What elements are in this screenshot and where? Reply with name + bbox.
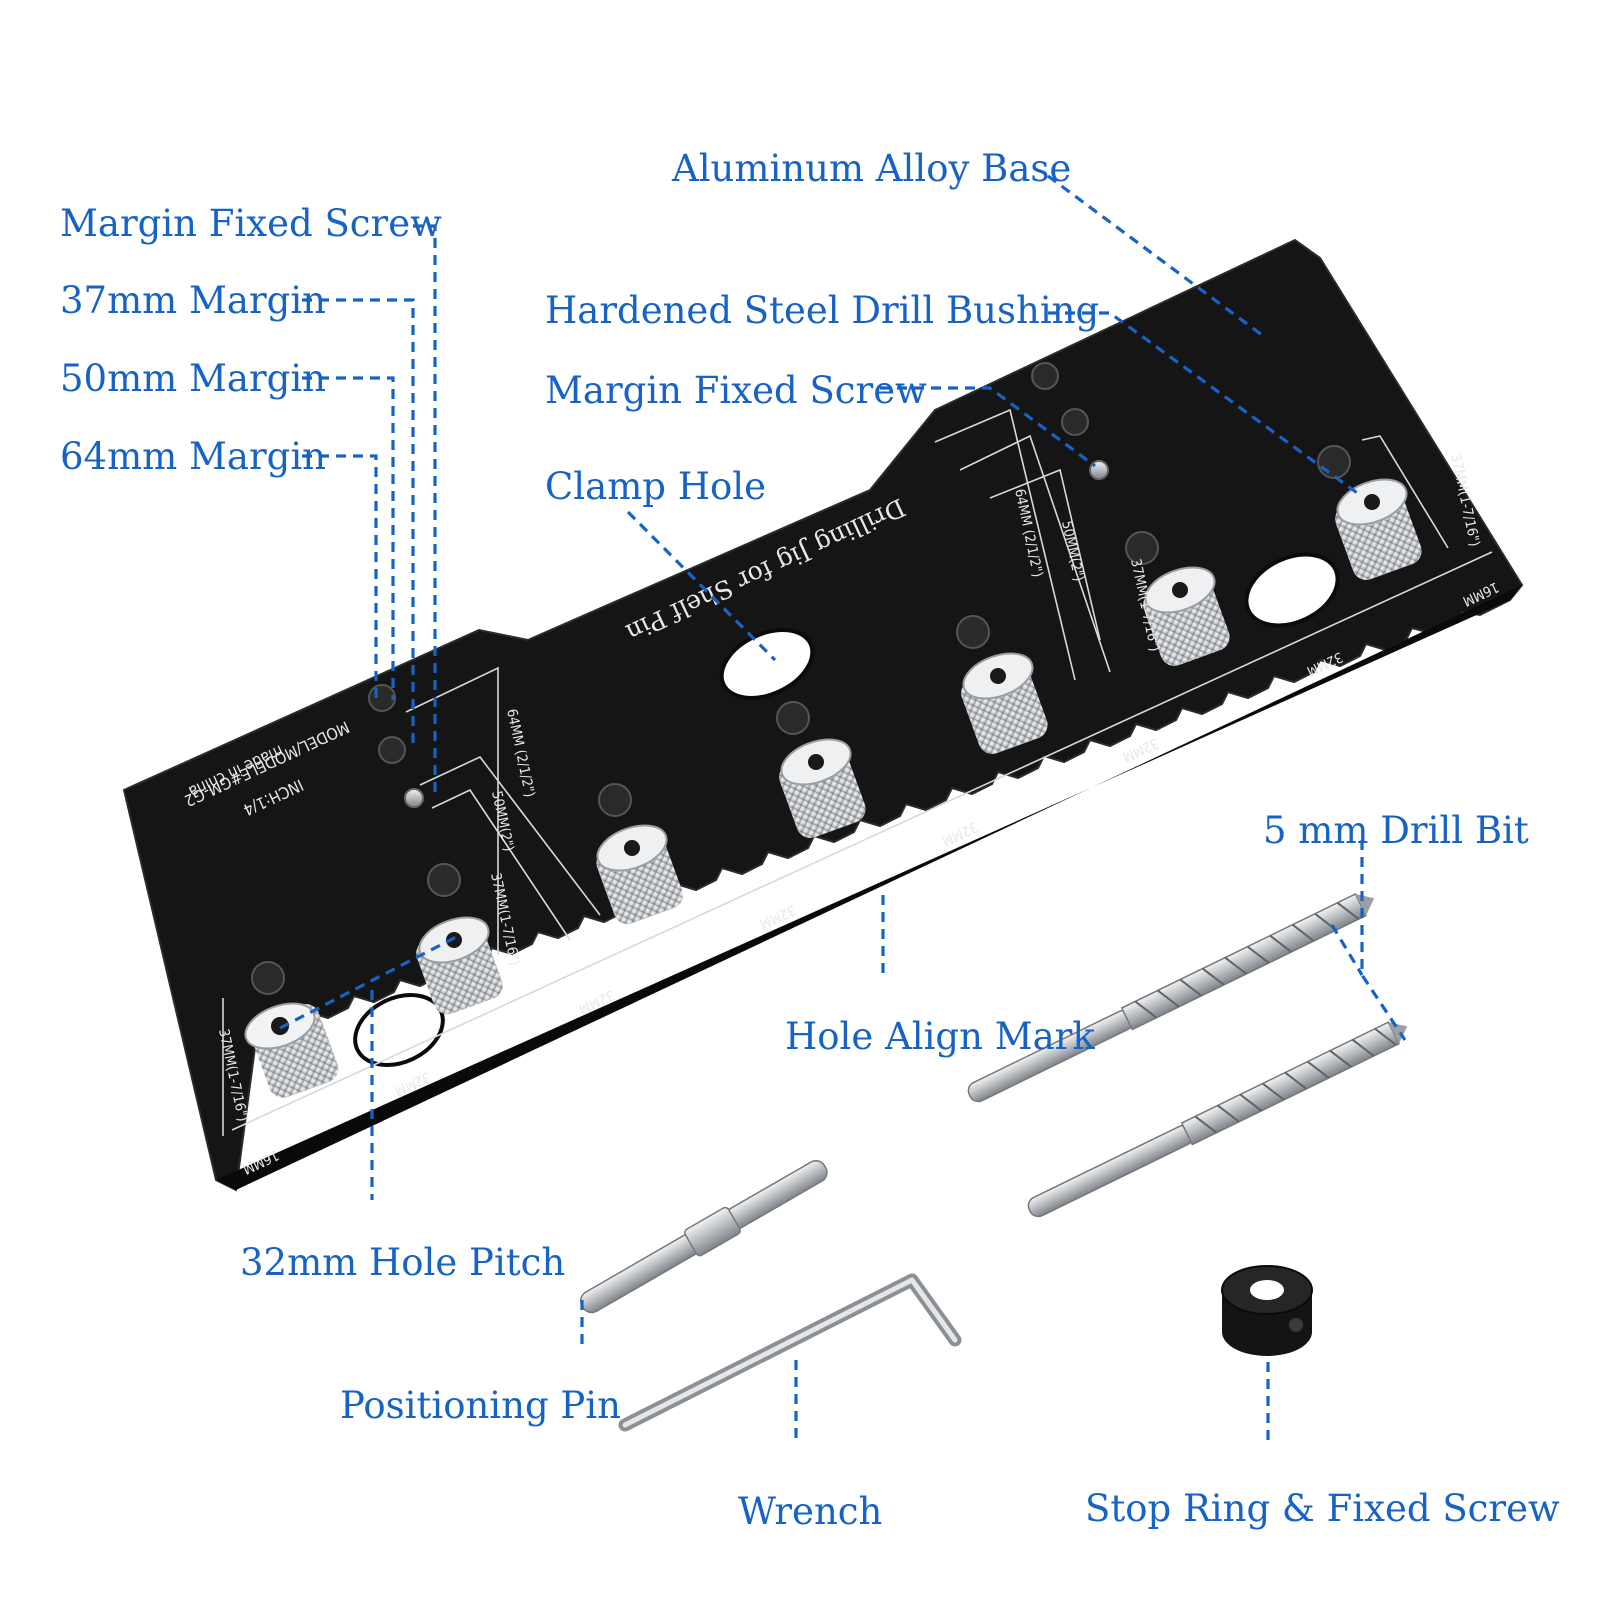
bushing <box>1143 566 1230 666</box>
stop-ring-icon <box>1221 1265 1313 1356</box>
threaded-holes <box>251 362 1351 995</box>
leader-lines <box>279 174 1407 1442</box>
drilling-jig: Drilling Jig for Shelf Pin made in china… <box>122 238 1524 1192</box>
label-hole-align-mark: Hole Align Mark <box>785 1015 1095 1058</box>
bushing <box>596 824 683 925</box>
label-clamp-hole: Clamp Hole <box>545 465 767 508</box>
label-aluminum-alloy-base: Aluminum Alloy Base <box>672 147 1072 190</box>
label-drill-bit: 5 mm Drill Bit <box>1263 809 1529 852</box>
margin-fixed-screw <box>1089 460 1109 480</box>
label-50mm-margin: 50mm Margin <box>60 357 326 400</box>
margin-fixed-screw <box>404 788 424 808</box>
bushing <box>961 652 1048 754</box>
engraved-guides <box>222 408 1493 1136</box>
jig-pitch-label: 32MM <box>939 818 980 848</box>
hex-wrench-icon <box>618 1273 962 1432</box>
bushing <box>779 738 866 838</box>
label-hardened-steel-drill-bushing: Hardened Steel Drill Bushing <box>545 289 1100 332</box>
drill-bit-icon <box>967 893 1408 1218</box>
clamp-hole <box>1244 552 1340 628</box>
bushing <box>244 1002 339 1098</box>
label-margin-fixed-screw-left: Margin Fixed Screw <box>60 202 442 245</box>
label-margin-fixed-screw-right: Margin Fixed Screw <box>545 369 927 412</box>
label-37mm-margin: 37mm Margin <box>60 279 326 322</box>
positioning-pin-icon <box>579 1160 828 1314</box>
clamp-hole <box>719 628 815 700</box>
label-stop-ring-fixed-screw: Stop Ring & Fixed Screw <box>1085 1487 1560 1530</box>
drill-bushings <box>244 478 1422 1098</box>
label-64mm-margin: 64mm Margin <box>60 435 326 478</box>
label-32mm-hole-pitch: 32mm Hole Pitch <box>240 1241 566 1284</box>
label-wrench: Wrench <box>738 1490 883 1533</box>
label-positioning-pin: Positioning Pin <box>340 1384 621 1427</box>
